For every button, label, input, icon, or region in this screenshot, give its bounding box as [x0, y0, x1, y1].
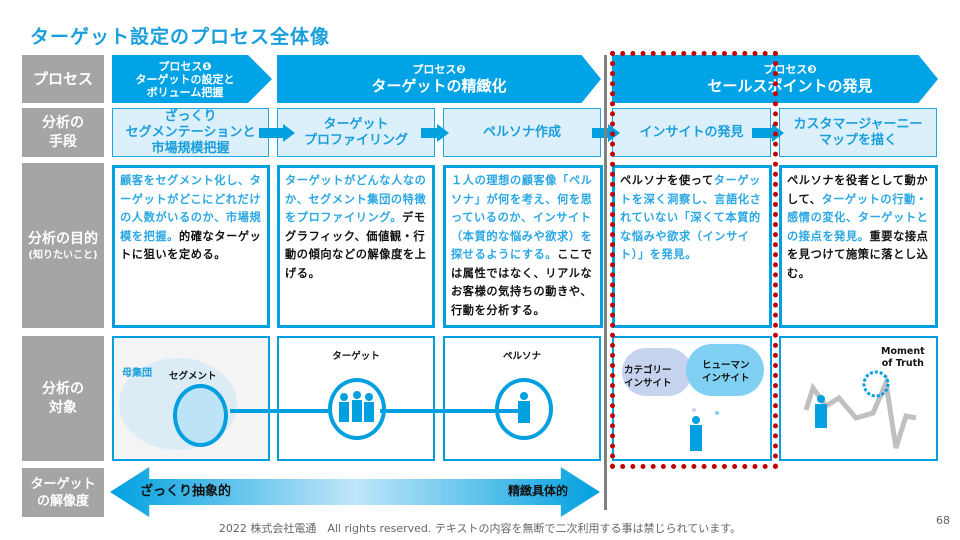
connector-arrow: [230, 409, 330, 413]
target-box-insight: カテゴリーインサイト ヒューマンインサイト: [612, 336, 772, 461]
category-insight-label: カテゴリーインサイト: [624, 364, 672, 390]
arrow-icon: [283, 124, 295, 142]
person-icon: [690, 408, 719, 451]
persona-label: ペルソナ: [502, 351, 541, 362]
purpose-highlight: ターゲットを深く洞察し、言語化されていない「深くて本質的な悩みや欲求（インサイト…: [620, 174, 762, 261]
process-name: ターゲットの精緻化: [371, 76, 507, 95]
method-journey-map: カスタマージャーニーマップを描く: [779, 108, 937, 157]
target-box-persona: ペルソナ: [443, 336, 601, 461]
label-text: ヒューマン: [702, 360, 750, 371]
process-2-chevron: プロセス❷ ターゲットの精緻化: [277, 55, 601, 103]
label-text: 分析の: [42, 380, 84, 397]
row-label-method: 分析の手段: [22, 108, 104, 157]
process-name: ボリューム把握: [146, 85, 224, 99]
label-text: 分析の: [42, 114, 84, 131]
target-box-segment: 母集団 セグメント: [112, 336, 270, 461]
arrow-icon: [421, 128, 437, 138]
process-number: プロセス❶: [158, 59, 212, 73]
purpose-text: ここでは属性ではなく、リアルなお客様の気持ちの動きや、行動を分析する。: [451, 248, 593, 317]
label-text: インサイト: [702, 373, 750, 384]
label-text: 対象: [49, 399, 77, 416]
row-label-resolution: ターゲットの解像度: [22, 468, 104, 517]
arrow-icon: [592, 128, 608, 138]
purpose-box-5: ペルソナを役者として動かして、ターゲットの行動・感情の変化、ターゲットとの接点を…: [779, 165, 938, 328]
method-text: ペルソナ作成: [482, 124, 561, 140]
method-text: 市場規模把握: [151, 140, 230, 156]
purpose-highlight: ターゲットの行動・感情の変化、ターゲットとの接点を発見。: [787, 192, 929, 243]
arrow-icon: [752, 128, 772, 138]
process-number: プロセス❷: [412, 62, 466, 76]
arrow-icon: [437, 124, 449, 142]
method-text: プロファイリング: [303, 132, 408, 148]
method-text: カスタマージャーニー: [793, 116, 923, 132]
method-insight: インサイトの発見: [612, 108, 771, 157]
row-label-process: プロセス: [22, 55, 104, 103]
divider-line: [604, 55, 607, 510]
human-insight-label: ヒューマンインサイト: [702, 359, 750, 385]
copyright-footer: 2022 株式会社電通 All rights reserved. テキストの内容…: [218, 522, 742, 535]
page-number: 68: [936, 514, 950, 527]
segment-circle: [173, 384, 228, 447]
method-text: セグメンテーションと: [125, 124, 256, 140]
label-text: ターゲット: [30, 476, 96, 492]
process-name: セールスポイントの発見: [707, 76, 873, 95]
journey-curve: [803, 370, 917, 449]
method-segmentation: ざっくりセグメンテーションと市場規模把握: [112, 108, 269, 157]
method-persona: ペルソナ作成: [443, 108, 601, 157]
method-text: インサイトの発見: [639, 124, 744, 140]
thought-cloud: [686, 344, 764, 396]
highlight-frame: [610, 51, 778, 469]
method-text: ざっくり: [164, 108, 217, 124]
target-label: ターゲット: [332, 351, 380, 362]
purpose-highlight: 顧客をセグメント化し、ターゲットがどこにどれだけの人数がいるのか、市場規模を把握…: [120, 174, 262, 243]
segment-label: セグメント: [169, 371, 217, 382]
purpose-text: ペルソナを使って: [620, 174, 714, 187]
purpose-box-1: 顧客をセグメント化し、ターゲットがどこにどれだけの人数がいるのか、市場規模を把握…: [112, 165, 270, 328]
purpose-text: デモグラフィック、価値観・行動の傾向などの解像度を上げる。: [285, 211, 427, 280]
label-text: of Truth: [881, 358, 924, 369]
label-text: プロセス: [32, 69, 93, 88]
label-text: の解像度: [36, 493, 89, 509]
moment-circle: [862, 370, 890, 398]
label-text: Moment: [881, 346, 925, 357]
purpose-box-2: ターゲットがどんな人なのか、セグメント集団の特徴をプロファイリング。デモグラフィ…: [277, 165, 435, 328]
label-text: 分析の目的: [28, 230, 98, 247]
purpose-text: 的確なターゲットに狙いを定める。: [120, 229, 262, 262]
label-subtext: (知りたいこと): [28, 249, 98, 261]
method-text: マップを描く: [818, 132, 897, 148]
purpose-highlight: ターゲットがどんな人なのか、セグメント集団の特徴をプロファイリング。: [285, 174, 427, 224]
label-text: 手段: [49, 133, 77, 150]
process-name: ターゲットの設定と: [135, 72, 235, 86]
connector-arrow: [380, 409, 520, 413]
purpose-box-4: ペルソナを使ってターゲットを深く洞察し、言語化されていない「深くて本質的な悩みや…: [612, 165, 772, 328]
resolution-right-label: 精緻具体的: [508, 484, 569, 498]
row-label-purpose: 分析の目的 (知りたいこと): [22, 163, 104, 328]
purpose-text: ペルソナを役者として動かして、: [787, 174, 929, 206]
method-text: ターゲット: [323, 116, 389, 132]
label-text: インサイト: [624, 378, 672, 389]
thought-cloud: [622, 348, 692, 396]
label-text: カテゴリー: [624, 365, 672, 376]
target-box-target: ターゲット: [277, 336, 435, 461]
arrow-icon: [259, 128, 283, 138]
purpose-highlight: １人の理想の顧客像「ペルソナ」が何を考え、何を思っているのか、インサイト（本質的…: [451, 174, 593, 261]
purpose-box-3: １人の理想の顧客像「ペルソナ」が何を考え、何を思っているのか、インサイト（本質的…: [443, 165, 603, 328]
resolution-left-label: ざっくり抽象的: [140, 484, 232, 499]
process-1-chevron: プロセス❶ ターゲットの設定と ボリューム把握: [112, 55, 272, 103]
purpose-text: 重要な接点を見つけて施策に落とし込む。: [787, 229, 929, 280]
population-label: 母集団: [122, 368, 152, 379]
row-label-target: 分析の対象: [22, 336, 104, 461]
page-title: ターゲット設定のプロセス全体像: [30, 26, 331, 48]
method-profiling: ターゲットプロファイリング: [277, 108, 435, 157]
group-people-icon: [328, 378, 386, 440]
